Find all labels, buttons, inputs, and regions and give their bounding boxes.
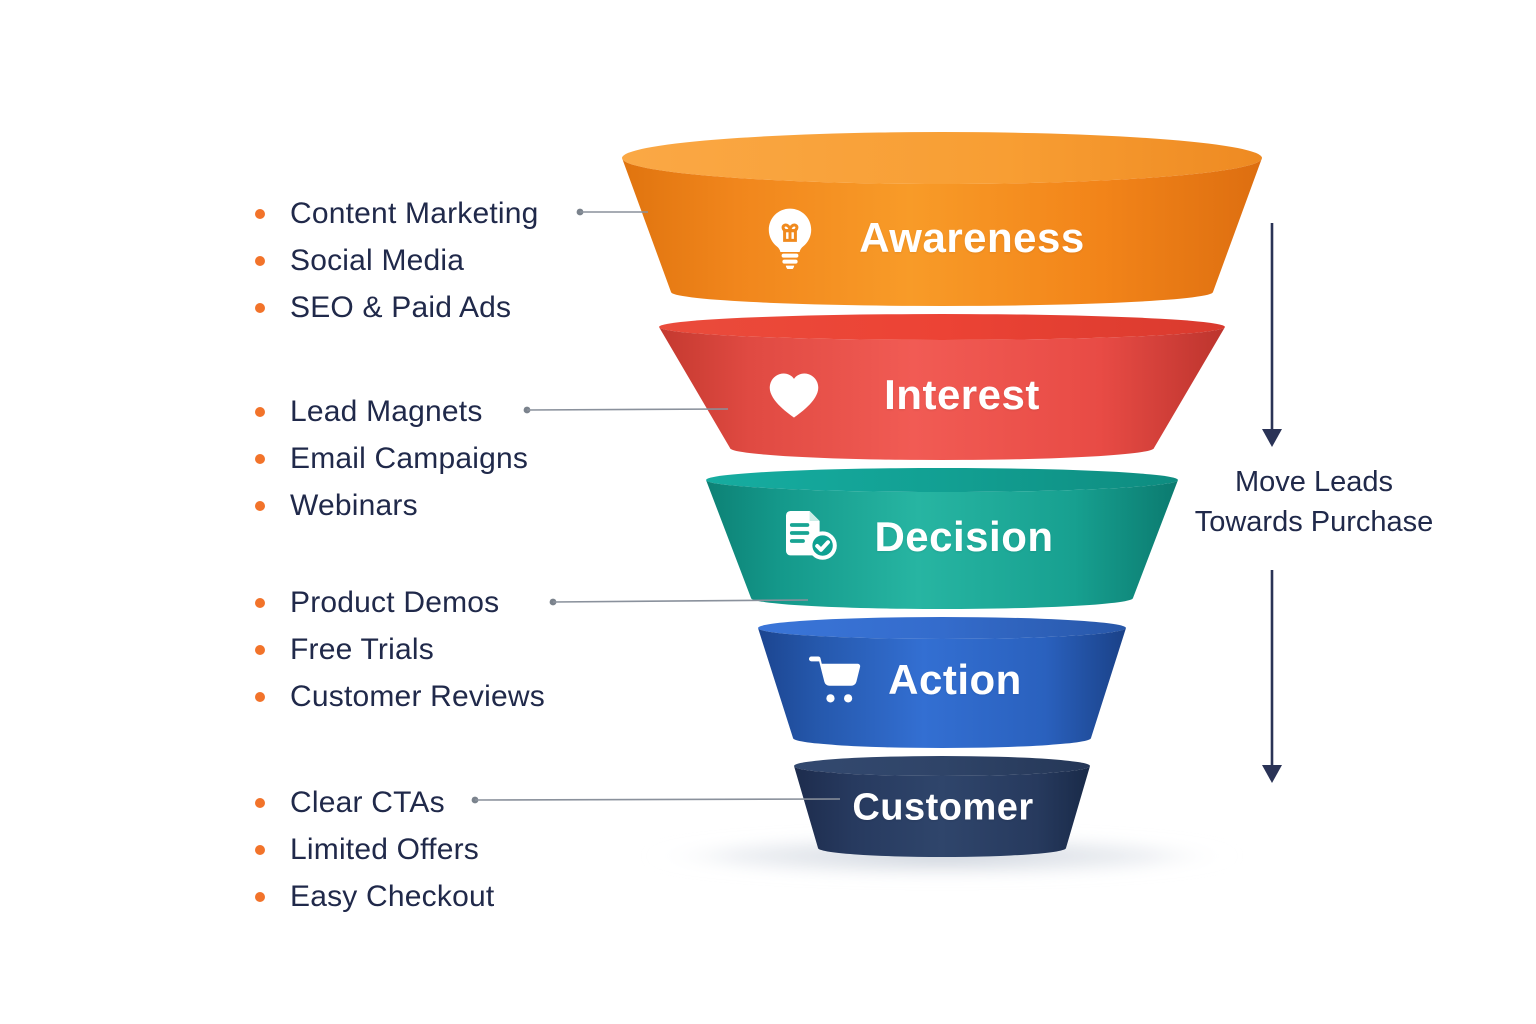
bullet-icon <box>255 597 265 608</box>
bullet-icon <box>255 208 265 219</box>
bullet-icon <box>255 891 265 902</box>
stage-label-decision: Decision <box>874 513 1054 560</box>
list-item: SEO & Paid Ads <box>246 284 539 331</box>
list-item: Limited Offers <box>246 826 494 873</box>
bullet-icon <box>255 644 265 655</box>
bullet-icon <box>255 500 265 511</box>
stage-label-awareness: Awareness <box>859 214 1085 261</box>
list-item: Social Media <box>246 237 539 284</box>
bullet-icon <box>255 844 265 855</box>
bullet-icon <box>255 406 265 417</box>
stage-label-action: Action <box>888 656 1022 703</box>
bullet-icon <box>255 453 265 464</box>
bullet-icon <box>255 797 265 808</box>
annotation-line-2: Towards Purchase <box>1194 506 1434 538</box>
list-item: Product Demos <box>246 579 545 626</box>
funnel-stage-action <box>758 617 1126 748</box>
tactic-group-awareness: Content Marketing Social Media SEO & Pai… <box>246 190 539 331</box>
heart-icon <box>766 371 822 420</box>
connector-customer <box>471 796 841 804</box>
funnel-stage-awareness <box>622 132 1262 306</box>
funnel-stage-customer <box>794 756 1090 857</box>
list-item: Easy Checkout <box>246 873 494 920</box>
list-item: Email Campaigns <box>246 435 528 482</box>
connector-decision <box>549 598 809 606</box>
bullet-icon <box>255 302 265 313</box>
connector-interest <box>523 406 729 414</box>
bullet-icon <box>255 691 265 702</box>
funnel-stage-interest <box>659 314 1225 460</box>
stage-label-interest: Interest <box>884 371 1040 418</box>
list-item: Lead Magnets <box>246 388 528 435</box>
tactic-group-interest: Lead Magnets Email Campaigns Webinars <box>246 388 528 529</box>
bullet-icon <box>255 255 265 266</box>
annotation-line-1: Move Leads <box>1235 466 1393 498</box>
list-item: Webinars <box>246 482 528 529</box>
shopping-cart-icon <box>808 654 866 705</box>
checklist-check-icon <box>779 507 841 565</box>
annotation-move-leads: Move Leads Towards Purchase <box>1178 462 1450 542</box>
list-item: Content Marketing <box>246 190 539 237</box>
list-item: Clear CTAs <box>246 779 494 826</box>
lightbulb-icon <box>763 207 817 270</box>
tactic-group-customer: Clear CTAs Limited Offers Easy Checkout <box>246 779 494 920</box>
connector-awareness <box>576 208 648 216</box>
list-item: Free Trials <box>246 626 545 673</box>
arrow-down-top <box>1262 223 1282 447</box>
tactic-group-decision: Product Demos Free Trials Customer Revie… <box>246 579 545 720</box>
list-item: Customer Reviews <box>246 673 545 720</box>
funnel-stage-decision <box>706 468 1178 609</box>
stage-label-customer: Customer <box>852 786 1034 829</box>
arrow-down-bottom <box>1262 570 1282 783</box>
